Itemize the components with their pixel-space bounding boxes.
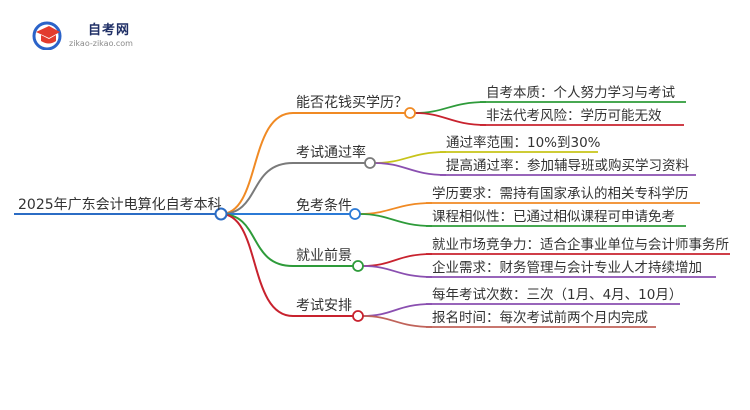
branch-curve: [220, 112, 294, 215]
root-node: [214, 207, 228, 221]
branch-node: [352, 310, 364, 322]
leaf-curve: [359, 213, 433, 227]
site-url: zikao-zikao.com: [69, 39, 133, 48]
branch-curve: [220, 213, 294, 267]
leaf-curve: [359, 202, 433, 215]
branch-node: [352, 260, 364, 272]
leaf-improve-pass-rate: 提高通过率：参加辅导班或购买学习资料: [446, 158, 689, 174]
leaf-enterprise-demand: 企业需求：财务管理与会计专业人才持续增加: [432, 260, 702, 276]
leaf-self-study-nature: 自考本质：个人努力学习与考试: [486, 85, 675, 101]
root-topic: 2025年广东会计电算化自考本科: [18, 197, 222, 213]
leaf-curve: [414, 101, 487, 114]
leaf-curve: [362, 265, 433, 278]
site-logo[interactable]: 自考网 zikao-zikao.com: [32, 18, 152, 52]
leaf-curve: [362, 303, 433, 317]
leaf-pass-rate-range: 通过率范围：10%到30%: [446, 135, 601, 151]
branch-label-exemption: 免考条件: [296, 198, 352, 214]
branch-node: [349, 208, 361, 220]
graduation-cap-icon: [32, 21, 62, 50]
leaf-curve: [414, 112, 487, 126]
leaf-registration-time: 报名时间：每次考试前两个月内完成: [432, 310, 648, 326]
leaf-curve: [374, 151, 447, 164]
leaf-education-requirement: 学历要求：需持有国家承认的相关专科学历: [432, 186, 689, 202]
leaf-course-similarity: 课程相似性：已通过相似课程可申请免考: [432, 209, 675, 225]
branch-curve: [220, 213, 294, 317]
leaf-curve: [362, 315, 433, 328]
branch-node: [364, 157, 376, 169]
leaf-curve: [374, 162, 447, 176]
branch-node: [404, 107, 416, 119]
leaf-exam-frequency: 每年考试次数：三次（1月、4月、10月）: [432, 287, 683, 303]
leaf-market-competitiveness: 就业市场竞争力：适合企事业单位与会计师事务所: [432, 237, 729, 253]
leaf-curve: [362, 253, 433, 267]
site-title: 自考网: [88, 23, 131, 38]
branch-label-buy-degree: 能否花钱买学历？: [296, 95, 408, 111]
branch-label-schedule: 考试安排: [296, 298, 352, 314]
leaf-illegal-proxy-risk: 非法代考风险：学历可能无效: [486, 108, 662, 124]
branch-label-pass-rate: 考试通过率: [296, 145, 366, 161]
branch-curve: [220, 162, 294, 215]
branch-label-career: 就业前景: [296, 248, 352, 264]
